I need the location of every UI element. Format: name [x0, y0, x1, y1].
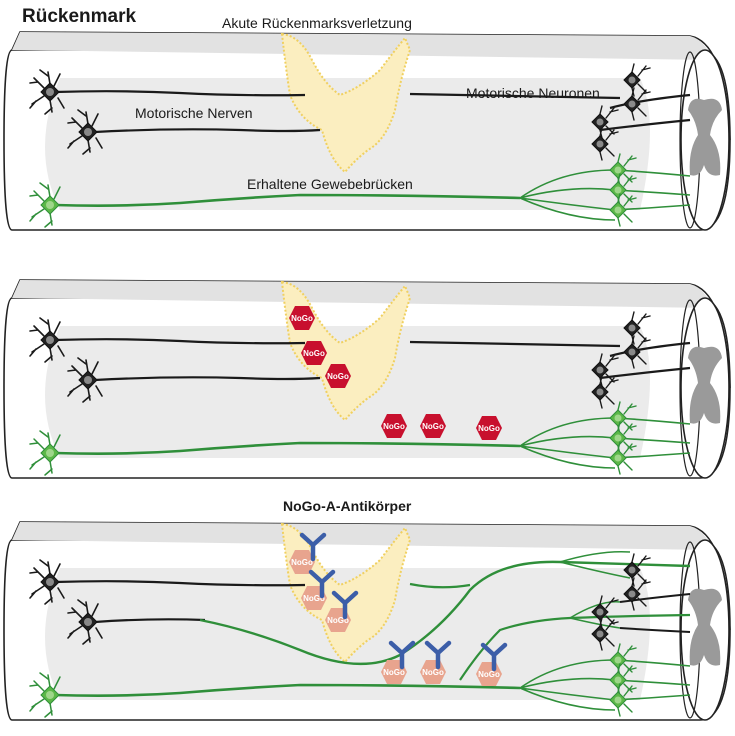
svg-text:NoGo: NoGo [327, 616, 349, 625]
regenerating-nerve [199, 560, 691, 666]
svg-text:NoGo: NoGo [303, 349, 325, 358]
nogo-hexagon-icon: NoGo [289, 306, 315, 330]
svg-text:NoGo: NoGo [383, 422, 405, 431]
label-motor-neurons: Motorische Neuronen [466, 85, 600, 101]
lesion [280, 32, 412, 174]
regenerating-nerve [409, 582, 691, 681]
svg-text:NoGo: NoGo [327, 372, 349, 381]
label-antibody: NoGo-A-Antikörper [283, 498, 412, 514]
nogo-hexagon-icon: NoGo [381, 414, 407, 438]
svg-text:NoGo: NoGo [303, 594, 325, 603]
nogo-hexagon-icon: NoGo [325, 364, 351, 388]
motor-nerve-lower [94, 128, 321, 134]
svg-text:NoGo: NoGo [422, 668, 444, 677]
label-motor-nerves: Motorische Nerven [135, 105, 253, 121]
svg-text:NoGo: NoGo [422, 422, 444, 431]
svg-text:NoGo: NoGo [383, 668, 405, 677]
svg-text:NoGo: NoGo [478, 424, 500, 433]
nogo-hexagon-icon: NoGo [420, 414, 446, 438]
diagram-title: Rückenmark [22, 6, 136, 27]
panel-antibody-treatment: NoGo NoGo NoGo NoGo NoGo NoGo [3, 521, 731, 721]
nogo-hexagon-icon: NoGo [476, 416, 502, 440]
motor-nerve-upper [54, 90, 306, 97]
nogo-hexagon-icon: NoGo [301, 341, 327, 365]
label-tissue-bridges: Erhaltene Gewebebrücken [247, 176, 413, 192]
panel-nogo-expression: NoGo NoGo NoGo NoGo NoGo NoGo [3, 279, 731, 479]
nogo-hexagon-icon: NoGo [289, 550, 315, 574]
svg-text:NoGo: NoGo [478, 670, 500, 679]
label-injury: Akute Rückenmarksverletzung [222, 15, 412, 31]
svg-text:NoGo: NoGo [291, 314, 313, 323]
svg-text:NoGo: NoGo [291, 558, 313, 567]
panel-acute-injury: Akute Rückenmarksverletzung Motorische N… [3, 15, 731, 231]
tissue-bridge-nerve [54, 193, 521, 207]
